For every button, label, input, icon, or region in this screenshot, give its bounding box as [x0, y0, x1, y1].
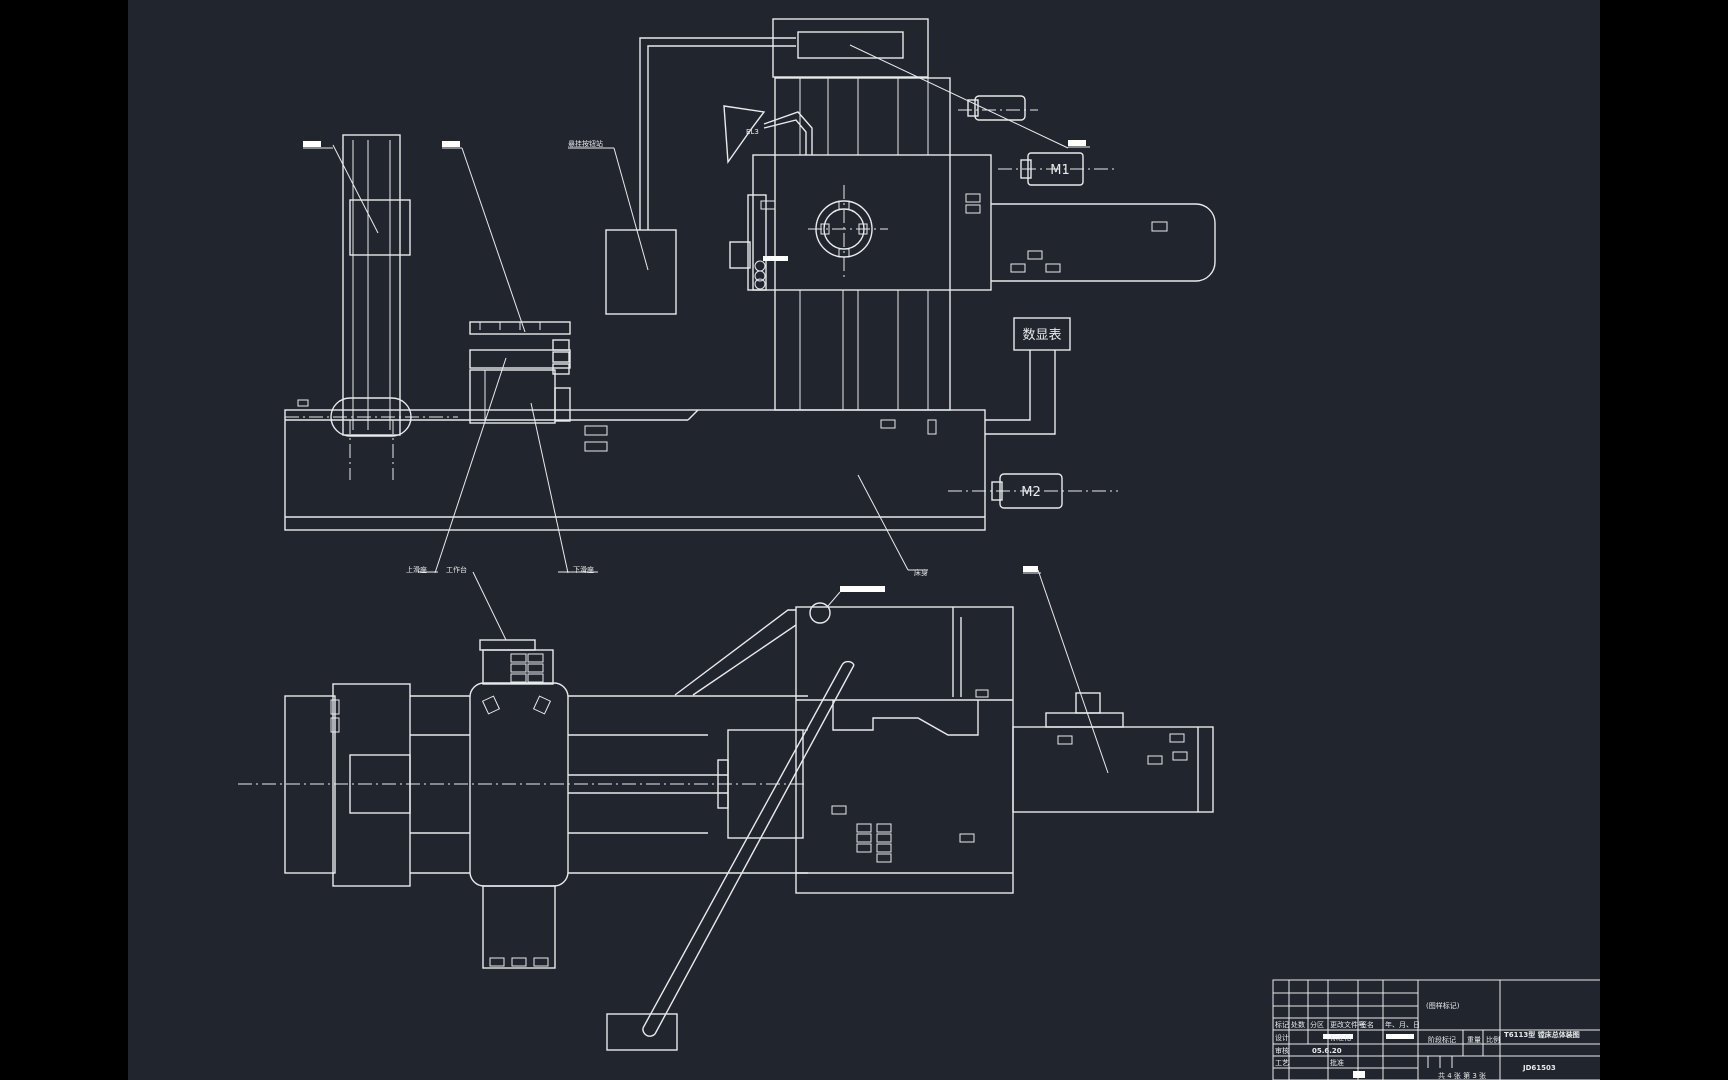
tb-col-zone: 分区	[1310, 1020, 1324, 1029]
motor-m1-label: M1	[1050, 163, 1070, 178]
work-lamp	[723, 105, 766, 165]
part-tag	[303, 141, 321, 147]
tb-design: 设计	[1275, 1033, 1289, 1042]
tb-col-date: 年、月、日	[1385, 1020, 1420, 1029]
tb-col-qty: 处数	[1291, 1020, 1305, 1029]
headstock-top-view	[795, 606, 1014, 894]
column-base-roller	[330, 397, 412, 437]
front-view: 悬挂按钮站 EL3	[284, 18, 1216, 577]
tb-marking: (图样标记)	[1426, 1001, 1460, 1010]
tb-col-sign: 签名	[1360, 1020, 1374, 1029]
tb-review: 审核	[1275, 1046, 1289, 1055]
spindle-extension-top-view	[1012, 726, 1214, 813]
suspended-button-station	[605, 229, 677, 315]
tb-col-mark: 标记	[1275, 1020, 1289, 1029]
lamp-label: EL3	[746, 128, 759, 136]
cad-drawing-area[interactable]: 悬挂按钮站 EL3	[128, 0, 1600, 1080]
tb-approve: 批准	[1330, 1058, 1344, 1067]
worktable-label: 工作台	[446, 565, 467, 574]
tb-col-docno: 更改文件号	[1330, 1020, 1365, 1029]
tb-scale: 比例	[1486, 1035, 1500, 1044]
suspended-button-station-label: 悬挂按钮站	[568, 139, 603, 148]
digital-display	[1013, 317, 1071, 351]
bed-body	[284, 409, 986, 531]
lower-slide	[469, 349, 571, 369]
lower-slide-label: 下滑座	[573, 565, 594, 574]
upper-slide-label: 上滑座	[406, 565, 427, 574]
tb-weight: 重量	[1467, 1036, 1481, 1044]
left-column	[342, 134, 401, 436]
tb-standardize: 标准化	[1330, 1033, 1351, 1042]
column-slider	[349, 199, 411, 256]
top-motor-box	[772, 18, 929, 78]
digital-display-label: 数显表	[1022, 328, 1061, 343]
boring-machine-assembly-drawing: 悬挂按钮站 EL3	[238, 18, 1600, 1080]
spindle-box	[752, 154, 992, 291]
tb-drawing-no: JD61503	[1522, 1064, 1556, 1072]
part-tag	[1068, 140, 1086, 146]
tb-sheet-info: 共 4 张 第 3 张	[1438, 1071, 1486, 1080]
tb-drawing-title: T6113型 镗床总体装图	[1504, 1030, 1580, 1039]
top-view	[238, 566, 1214, 1051]
headstock-column	[774, 77, 951, 411]
column-top-view	[332, 683, 411, 887]
motor-m2-label: M2	[1021, 485, 1041, 500]
tb-craft: 工艺	[1275, 1059, 1289, 1067]
tb-date-value: 05.6.20	[1312, 1047, 1342, 1055]
spindle-extension	[991, 203, 1216, 282]
bed-label: 床身	[914, 568, 928, 577]
title-block[interactable]: (图样标记) 标记 处数 分区 更改文件号 签名 年、月、日 设计 标准化 审核…	[1272, 979, 1600, 1080]
part-tag	[442, 141, 460, 147]
tb-stage-mark: 阶段标记	[1428, 1035, 1456, 1044]
